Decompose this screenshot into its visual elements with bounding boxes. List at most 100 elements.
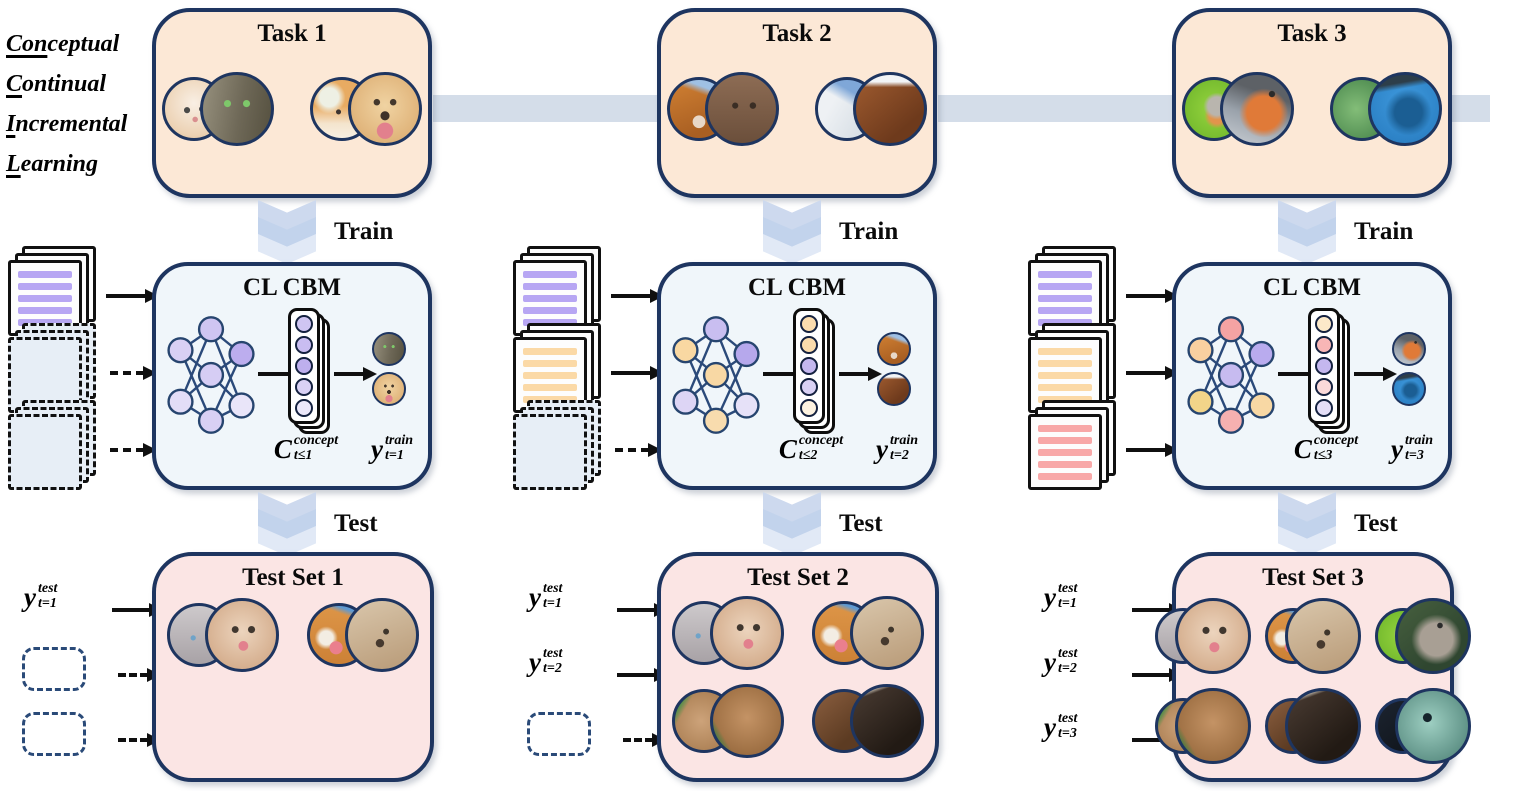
- animal-photo: [1175, 598, 1251, 674]
- test-images-row: [661, 684, 935, 758]
- class-image-pair: [1265, 688, 1361, 764]
- concept-node: [295, 357, 313, 375]
- nn-node: [702, 407, 730, 434]
- cbm-outputs: [1392, 332, 1426, 406]
- nn-node: [733, 340, 760, 368]
- input-arrow: [110, 443, 157, 457]
- column-1: Task 1 Train: [0, 0, 500, 791]
- animal-photo: [710, 684, 784, 758]
- column-3: Task 3 Train: [1020, 0, 1520, 791]
- down-chevron-icon: [763, 200, 821, 264]
- input-arrow: [110, 366, 157, 380]
- test-set-title: Test Set 3: [1262, 564, 1364, 591]
- animal-photo: [1392, 332, 1426, 366]
- cbm-box-1: CL CBM: [152, 262, 432, 490]
- concept-doc-stack: [8, 400, 157, 502]
- document-icon: [1028, 414, 1102, 490]
- nn-node: [197, 361, 225, 389]
- input-arrow: [1126, 366, 1179, 380]
- concept-node: [1315, 336, 1333, 354]
- class-image-pair: [1155, 598, 1251, 674]
- test-step: Test: [258, 492, 378, 556]
- input-arrow: [1126, 443, 1179, 457]
- train-step: Train: [763, 200, 898, 264]
- cbm-box-2: CL CBM: [657, 262, 937, 490]
- train-step: Train: [258, 200, 393, 264]
- concept-vector: [793, 308, 839, 438]
- concept-node: [295, 378, 313, 396]
- cbm-title: CL CBM: [243, 274, 341, 301]
- animal-photo: [200, 72, 274, 146]
- concept-node: [295, 336, 313, 354]
- test-label: Test: [1354, 510, 1398, 537]
- task-title: Task 3: [1277, 20, 1347, 47]
- animal-photo: [877, 332, 911, 366]
- page-title: Conceptual Continual Incremental Learnin…: [6, 24, 166, 184]
- test-images-row: [661, 596, 935, 670]
- nn-node: [672, 337, 699, 364]
- animal-photo: [1285, 598, 1361, 674]
- cbm-outputs: [877, 332, 911, 406]
- down-chevron-icon: [258, 492, 316, 556]
- nn-node: [702, 361, 730, 389]
- concept-doc-stack: [1028, 400, 1179, 502]
- class-image-pair: [310, 72, 422, 146]
- animal-photo: [1395, 598, 1471, 674]
- down-chevron-icon: [1278, 200, 1336, 264]
- test-label: Test: [839, 510, 883, 537]
- class-image-pair: [672, 684, 784, 758]
- animal-photo: [1392, 372, 1426, 406]
- test-step: Test: [1278, 492, 1398, 556]
- nn-node: [197, 316, 225, 343]
- test-step: Test: [763, 492, 883, 556]
- nn-node: [1217, 361, 1245, 389]
- down-chevron-icon: [763, 492, 821, 556]
- animal-photo: [372, 372, 406, 406]
- input-arrow: [106, 289, 159, 303]
- task-flow-band-2: [938, 95, 1174, 122]
- concept-node: [800, 315, 818, 333]
- test-input-arrow: [623, 733, 666, 747]
- animal-photo: [1368, 72, 1442, 146]
- concept-node: [800, 357, 818, 375]
- task-box-3: Task 3: [1172, 8, 1452, 198]
- heading-line-2: Continual: [6, 71, 107, 97]
- class-image-pair: [1375, 598, 1471, 674]
- cbm-title: CL CBM: [1263, 274, 1361, 301]
- column-2: Task 2 Train: [505, 0, 1005, 791]
- concept-to-output-arrow: [839, 367, 882, 381]
- nn-node: [1217, 407, 1245, 434]
- concept-node: [800, 378, 818, 396]
- test-set-box-3: Test Set 3: [1155, 552, 1471, 782]
- train-label: Train: [1354, 218, 1414, 245]
- test-input-3: [519, 710, 666, 766]
- heading-line-4: Learning: [6, 151, 99, 177]
- input-arrow: [615, 443, 662, 457]
- class-image-pair: [1375, 688, 1471, 764]
- neural-network-icon: [167, 316, 255, 434]
- concept-node: [1315, 399, 1333, 417]
- nn-to-concept-arrow: [258, 367, 303, 381]
- class-image-pair: [815, 72, 927, 146]
- concept-node: [800, 399, 818, 417]
- cbm-box-3: CL CBM: [1172, 262, 1452, 490]
- animal-photo: [1220, 72, 1294, 146]
- class-image-pair: [1155, 688, 1251, 764]
- class-image-pair: [812, 684, 924, 758]
- animal-photo: [853, 72, 927, 146]
- task-images: [1176, 72, 1448, 146]
- cbm-outputs: [372, 332, 406, 406]
- down-chevron-icon: [258, 200, 316, 264]
- document-icon: [8, 414, 82, 490]
- class-image-pair: [1265, 598, 1361, 674]
- nn-node: [167, 337, 194, 364]
- test-input-arrow: [118, 668, 161, 682]
- dashed-placeholder: [527, 712, 591, 756]
- animal-photo: [372, 332, 406, 366]
- train-label: Train: [334, 218, 394, 245]
- cbm-title: CL CBM: [748, 274, 846, 301]
